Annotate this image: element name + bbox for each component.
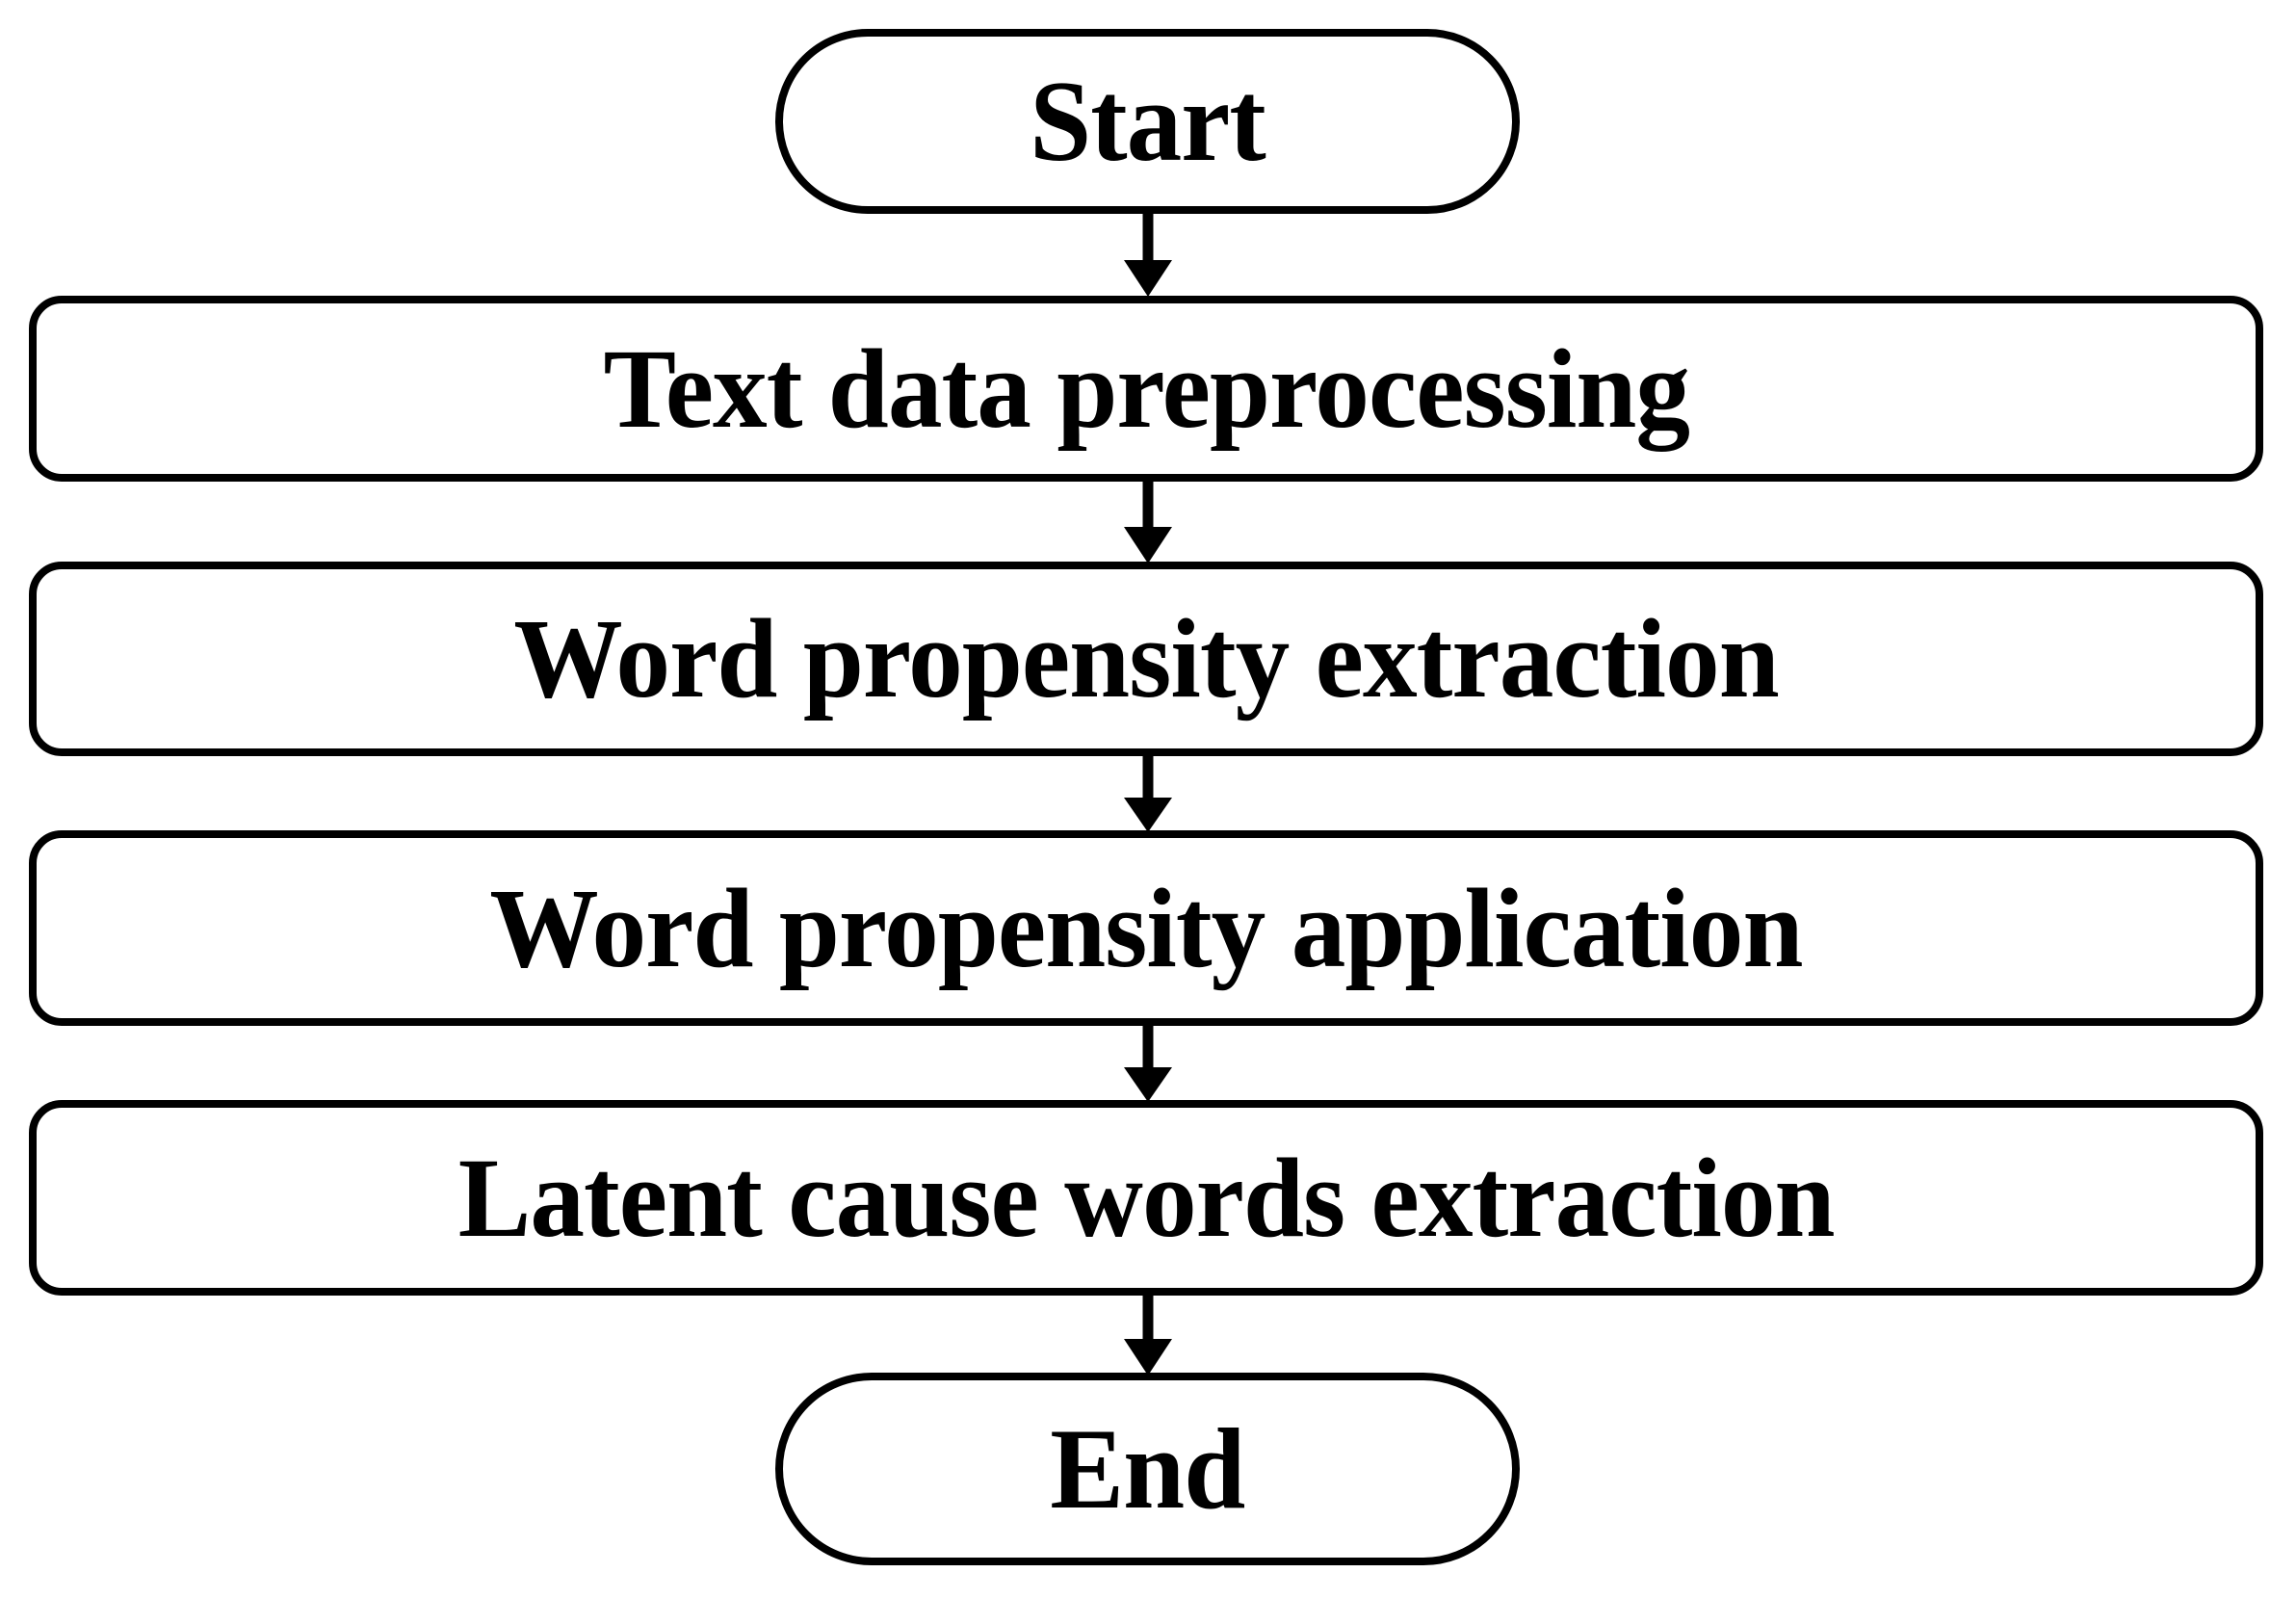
- flow-node-text-data-preprocessing-label: Text data preprocessing: [603, 325, 1690, 452]
- connector-latent-cause-to-end: [1100, 1295, 1196, 1376]
- connector-start-to-preprocessing: [1100, 214, 1196, 297]
- flow-node-latent-cause-words-extraction-label: Latent cause words extraction: [457, 1134, 1836, 1261]
- flow-node-end[interactable]: End: [775, 1373, 1520, 1565]
- flow-node-text-data-preprocessing[interactable]: Text data preprocessing: [29, 296, 2263, 482]
- flow-node-end-label: End: [1050, 1404, 1245, 1533]
- connector-preprocessing-to-extraction: [1100, 481, 1196, 564]
- flow-node-start[interactable]: Start: [775, 29, 1520, 214]
- flow-node-latent-cause-words-extraction[interactable]: Latent cause words extraction: [29, 1100, 2263, 1296]
- flow-node-word-propensity-application[interactable]: Word propensity application: [29, 830, 2263, 1026]
- flow-node-word-propensity-extraction[interactable]: Word propensity extraction: [29, 562, 2263, 756]
- flow-node-start-label: Start: [1030, 57, 1266, 185]
- connector-application-to-latent-cause: [1100, 1025, 1196, 1102]
- flow-node-word-propensity-extraction-label: Word propensity extraction: [513, 595, 1779, 721]
- connector-extraction-to-application: [1100, 755, 1196, 832]
- flow-node-word-propensity-application-label: Word propensity application: [489, 864, 1803, 991]
